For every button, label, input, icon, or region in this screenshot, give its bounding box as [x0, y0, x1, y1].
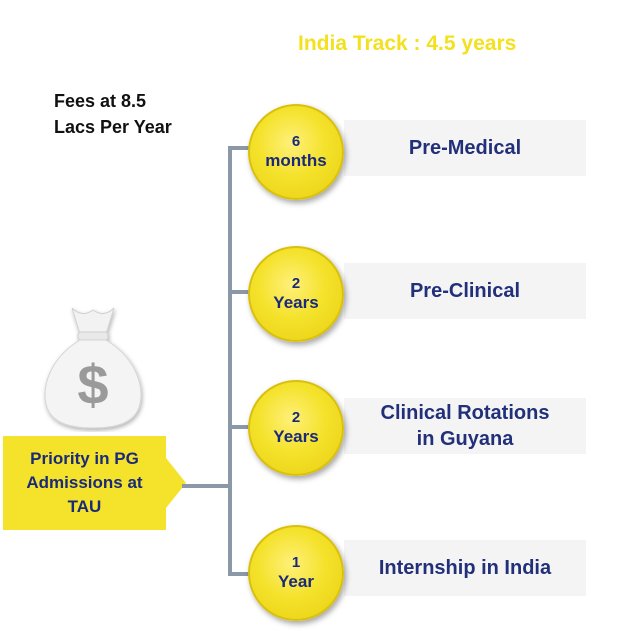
stage-duration-unit: Years [273, 293, 319, 312]
stage-duration-number: 2 [291, 409, 301, 426]
diagram-title: India Track : 4.5 years [298, 32, 517, 55]
stage-label: Pre-Medical [408, 137, 522, 159]
branch-connector-2 [228, 290, 250, 294]
stage-duration-number: 6 [291, 133, 301, 150]
priority-box: Priority in PG Admissions at TAU [3, 436, 166, 530]
stage-duration-circle: 6 months [248, 104, 344, 200]
stage-label-line-2: in Guyana [416, 428, 514, 450]
branch-connector-1 [228, 146, 250, 150]
stage-duration-number: 1 [291, 554, 301, 571]
stage-label-line-1: Clinical Rotations [380, 402, 550, 424]
vertical-connector [228, 146, 232, 576]
priority-arrow [166, 458, 186, 508]
stage-duration-unit: Years [273, 427, 319, 446]
stage-label: Internship in India [378, 557, 552, 579]
fees-text: Fees at 8.5 Lacs Per Year [54, 88, 172, 140]
priority-line-3: TAU [67, 497, 102, 516]
branch-connector-4 [228, 572, 250, 576]
stage-duration-unit: Year [278, 572, 314, 591]
branch-connector-3 [228, 425, 250, 429]
stage-duration-unit: months [265, 151, 327, 170]
stage-duration-circle: 2 Years [248, 246, 344, 342]
fees-line-2: Lacs Per Year [54, 117, 172, 137]
horizontal-connector-main [182, 484, 230, 488]
stage-label-box: Pre-Medical [344, 120, 586, 176]
stage-label: Pre-Clinical [409, 280, 521, 302]
stage-duration-circle: 2 Years [248, 380, 344, 476]
stage-duration-circle: 1 Year [248, 525, 344, 621]
priority-line-1: Priority in PG [30, 449, 139, 468]
money-bag-icon: $ [44, 307, 142, 429]
stage-label-box: Internship in India [344, 540, 586, 596]
stage-label-box: Pre-Clinical [344, 263, 586, 319]
priority-line-2: Admissions at [26, 473, 143, 492]
stage-label-box: Clinical Rotations in Guyana [344, 398, 586, 454]
dollar-sign: $ [77, 353, 108, 416]
fees-line-1: Fees at 8.5 [54, 91, 147, 111]
stage-duration-number: 2 [291, 275, 301, 292]
